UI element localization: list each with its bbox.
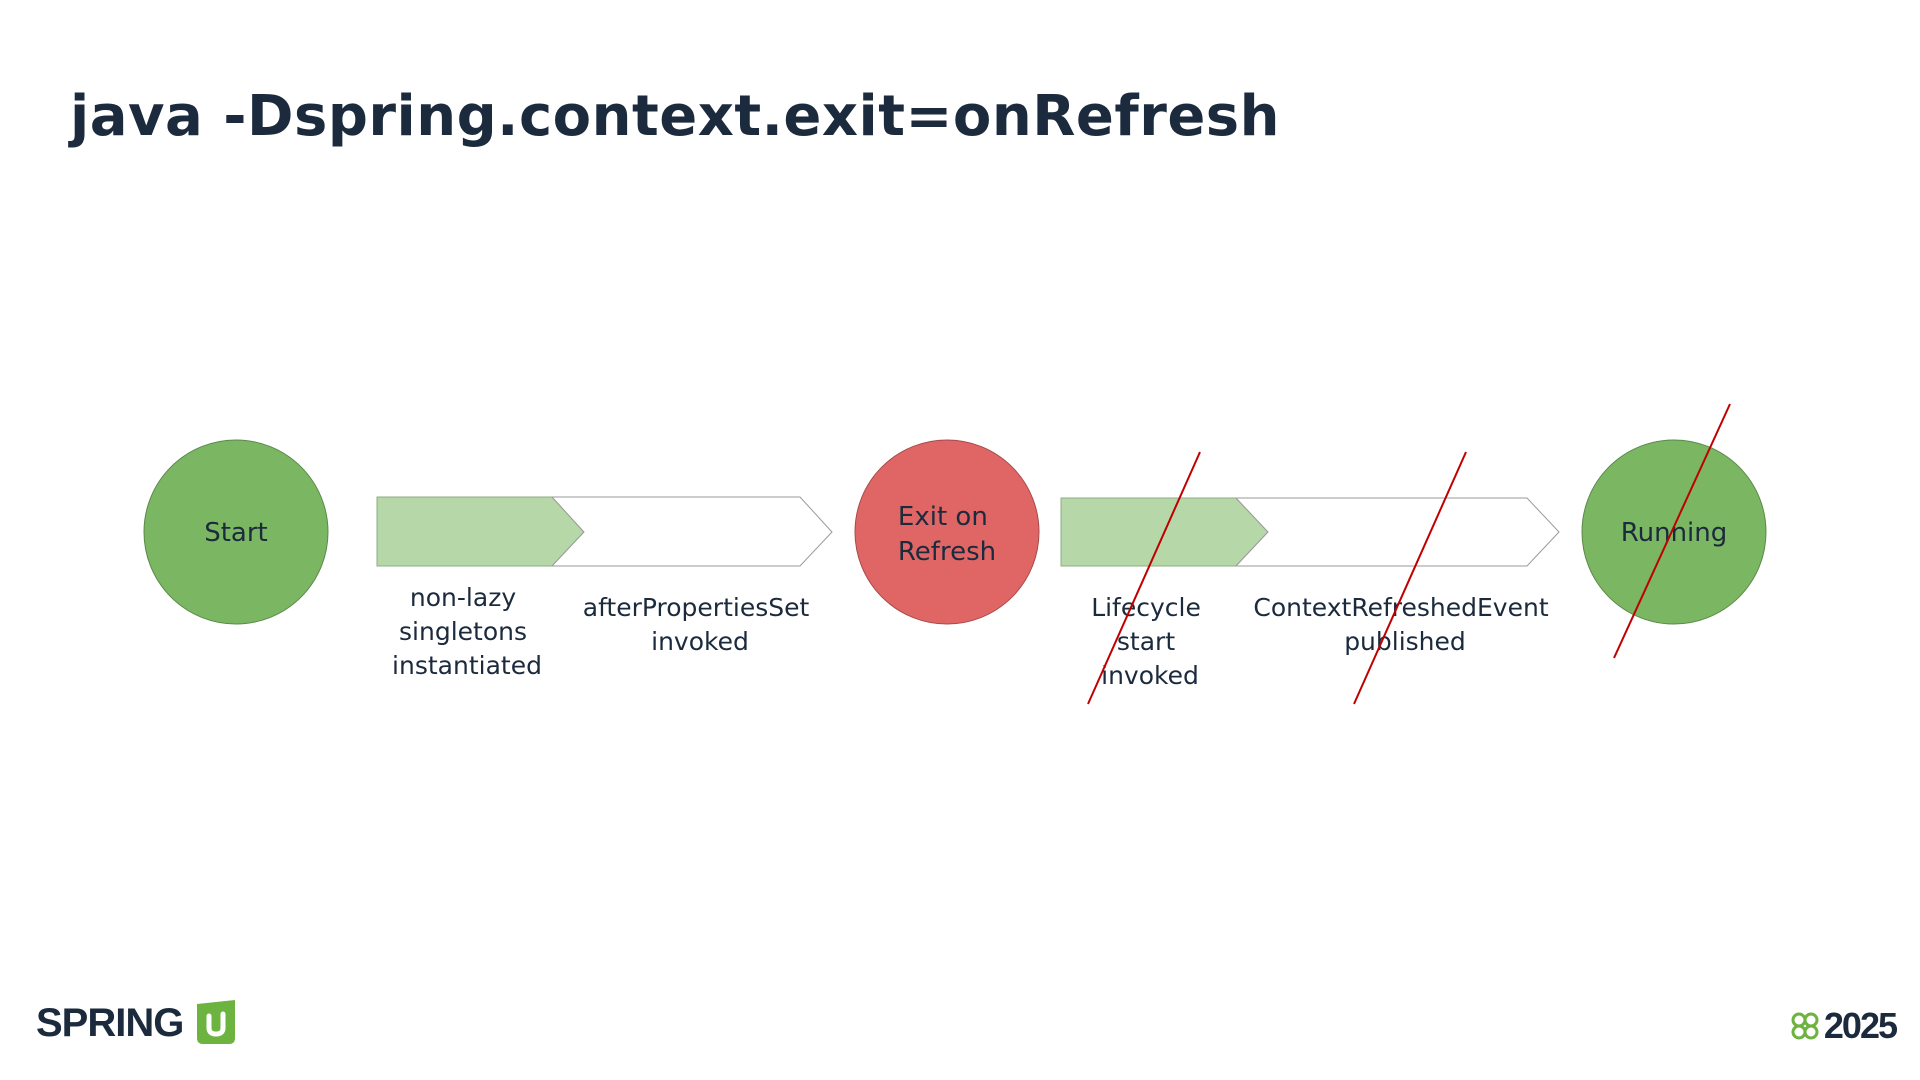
step-label-line: invoked <box>1101 661 1199 690</box>
exit-circle <box>854 439 1040 625</box>
step-label-lifecycle: Lifecycle start invoked <box>1091 593 1209 690</box>
start-label: Start <box>204 518 268 548</box>
step-label-line: singletons <box>399 617 527 646</box>
event-year-logo: 2025 <box>1790 1005 1898 1047</box>
start-circle <box>143 439 329 625</box>
step-label-line: invoked <box>651 627 749 656</box>
stage-after-exit: Lifecycle start invoked ContextRefreshed… <box>1060 497 1560 690</box>
slide-title: java -Dspring.context.exit=onRefresh <box>70 84 1280 149</box>
step-label-line: instantiated <box>392 651 542 680</box>
stage-before-exit: non-lazy singletons instantiated afterPr… <box>376 496 833 680</box>
exit-label-line: Exit on <box>898 502 988 532</box>
start-node: Start <box>143 439 329 625</box>
step-label-after-properties: afterPropertiesSet invoked <box>583 593 818 656</box>
step-label-context-refreshed: ContextRefreshedEvent published <box>1253 593 1556 656</box>
step-label-line: start <box>1117 627 1175 656</box>
step-label-line: published <box>1344 627 1466 656</box>
strike-line-context-refreshed <box>1353 451 1467 705</box>
spring-leaf-icon <box>197 1000 236 1044</box>
strike-line-lifecycle <box>1087 451 1201 705</box>
chevron-stage-1-filled <box>376 496 585 567</box>
exit-label: Exit on Refresh <box>898 502 996 567</box>
spring-logo: SPRING <box>36 998 241 1048</box>
step-label-line: Lifecycle <box>1091 593 1201 622</box>
chevron-stage-1-empty <box>550 496 833 567</box>
step-label-line: non-lazy <box>410 583 516 612</box>
brand-text: SPRING <box>36 1000 184 1045</box>
exit-label-line: Refresh <box>898 537 996 567</box>
running-label: Running <box>1621 518 1728 548</box>
chevron-stage-2-empty <box>1234 497 1560 567</box>
running-circle <box>1581 439 1767 625</box>
running-node: Running <box>1581 439 1767 625</box>
step-label-non-lazy: non-lazy singletons instantiated <box>392 583 542 680</box>
exit-node: Exit on Refresh <box>854 439 1040 625</box>
step-label-line: afterPropertiesSet <box>583 593 810 622</box>
year-text: 2025 <box>1823 1005 1898 1046</box>
strike-line-running <box>1613 403 1731 659</box>
clover-icon <box>1791 1012 1819 1040</box>
